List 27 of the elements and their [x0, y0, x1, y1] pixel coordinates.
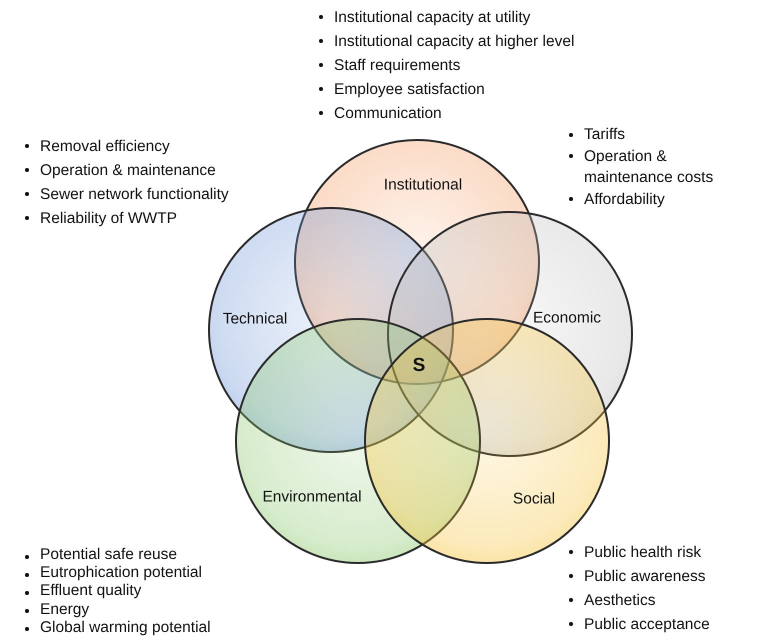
- bullet-item: Energy: [22, 600, 322, 619]
- bullet-item: Removal efficiency: [22, 135, 322, 159]
- circle-label: Institutional: [384, 176, 462, 194]
- center-label: S: [412, 355, 426, 377]
- bullet-item: Aesthetics: [566, 589, 760, 613]
- bullet-item: Institutional capacity at utility: [316, 6, 616, 30]
- bullet-item: Public awareness: [566, 565, 760, 589]
- bullet-item: Operation & maintenance: [22, 159, 322, 183]
- bullet-item: Institutional capacity at higher level: [316, 30, 616, 54]
- bullet-item: Public health risk: [566, 541, 760, 565]
- bullet-item: Tariffs: [566, 124, 746, 146]
- bullet-item: Operation & maintenance costs: [566, 146, 746, 188]
- bullet-item: Employee satisfaction: [316, 78, 616, 102]
- circle-label: Economic: [532, 309, 602, 327]
- bullet-item: Reliability of WWTP: [22, 207, 322, 231]
- bullet-item: Sewer network functionality: [22, 183, 322, 207]
- bullet-item: Staff requirements: [316, 54, 616, 78]
- bullet-item: Affordability: [566, 188, 746, 210]
- circle-label: Social: [512, 490, 556, 508]
- circle-label: Technical: [222, 310, 288, 328]
- bullet-item: Eutrophication potential: [22, 564, 322, 582]
- bullet-item: Global warming potential: [22, 618, 322, 637]
- bullet-item: Potential safe reuse: [22, 546, 322, 564]
- bullet-item: Communication: [316, 102, 616, 126]
- bullet-item: Public acceptance: [566, 613, 760, 637]
- bullet-item: Effluent quality: [22, 582, 322, 601]
- circle-label: Environmental: [262, 488, 362, 506]
